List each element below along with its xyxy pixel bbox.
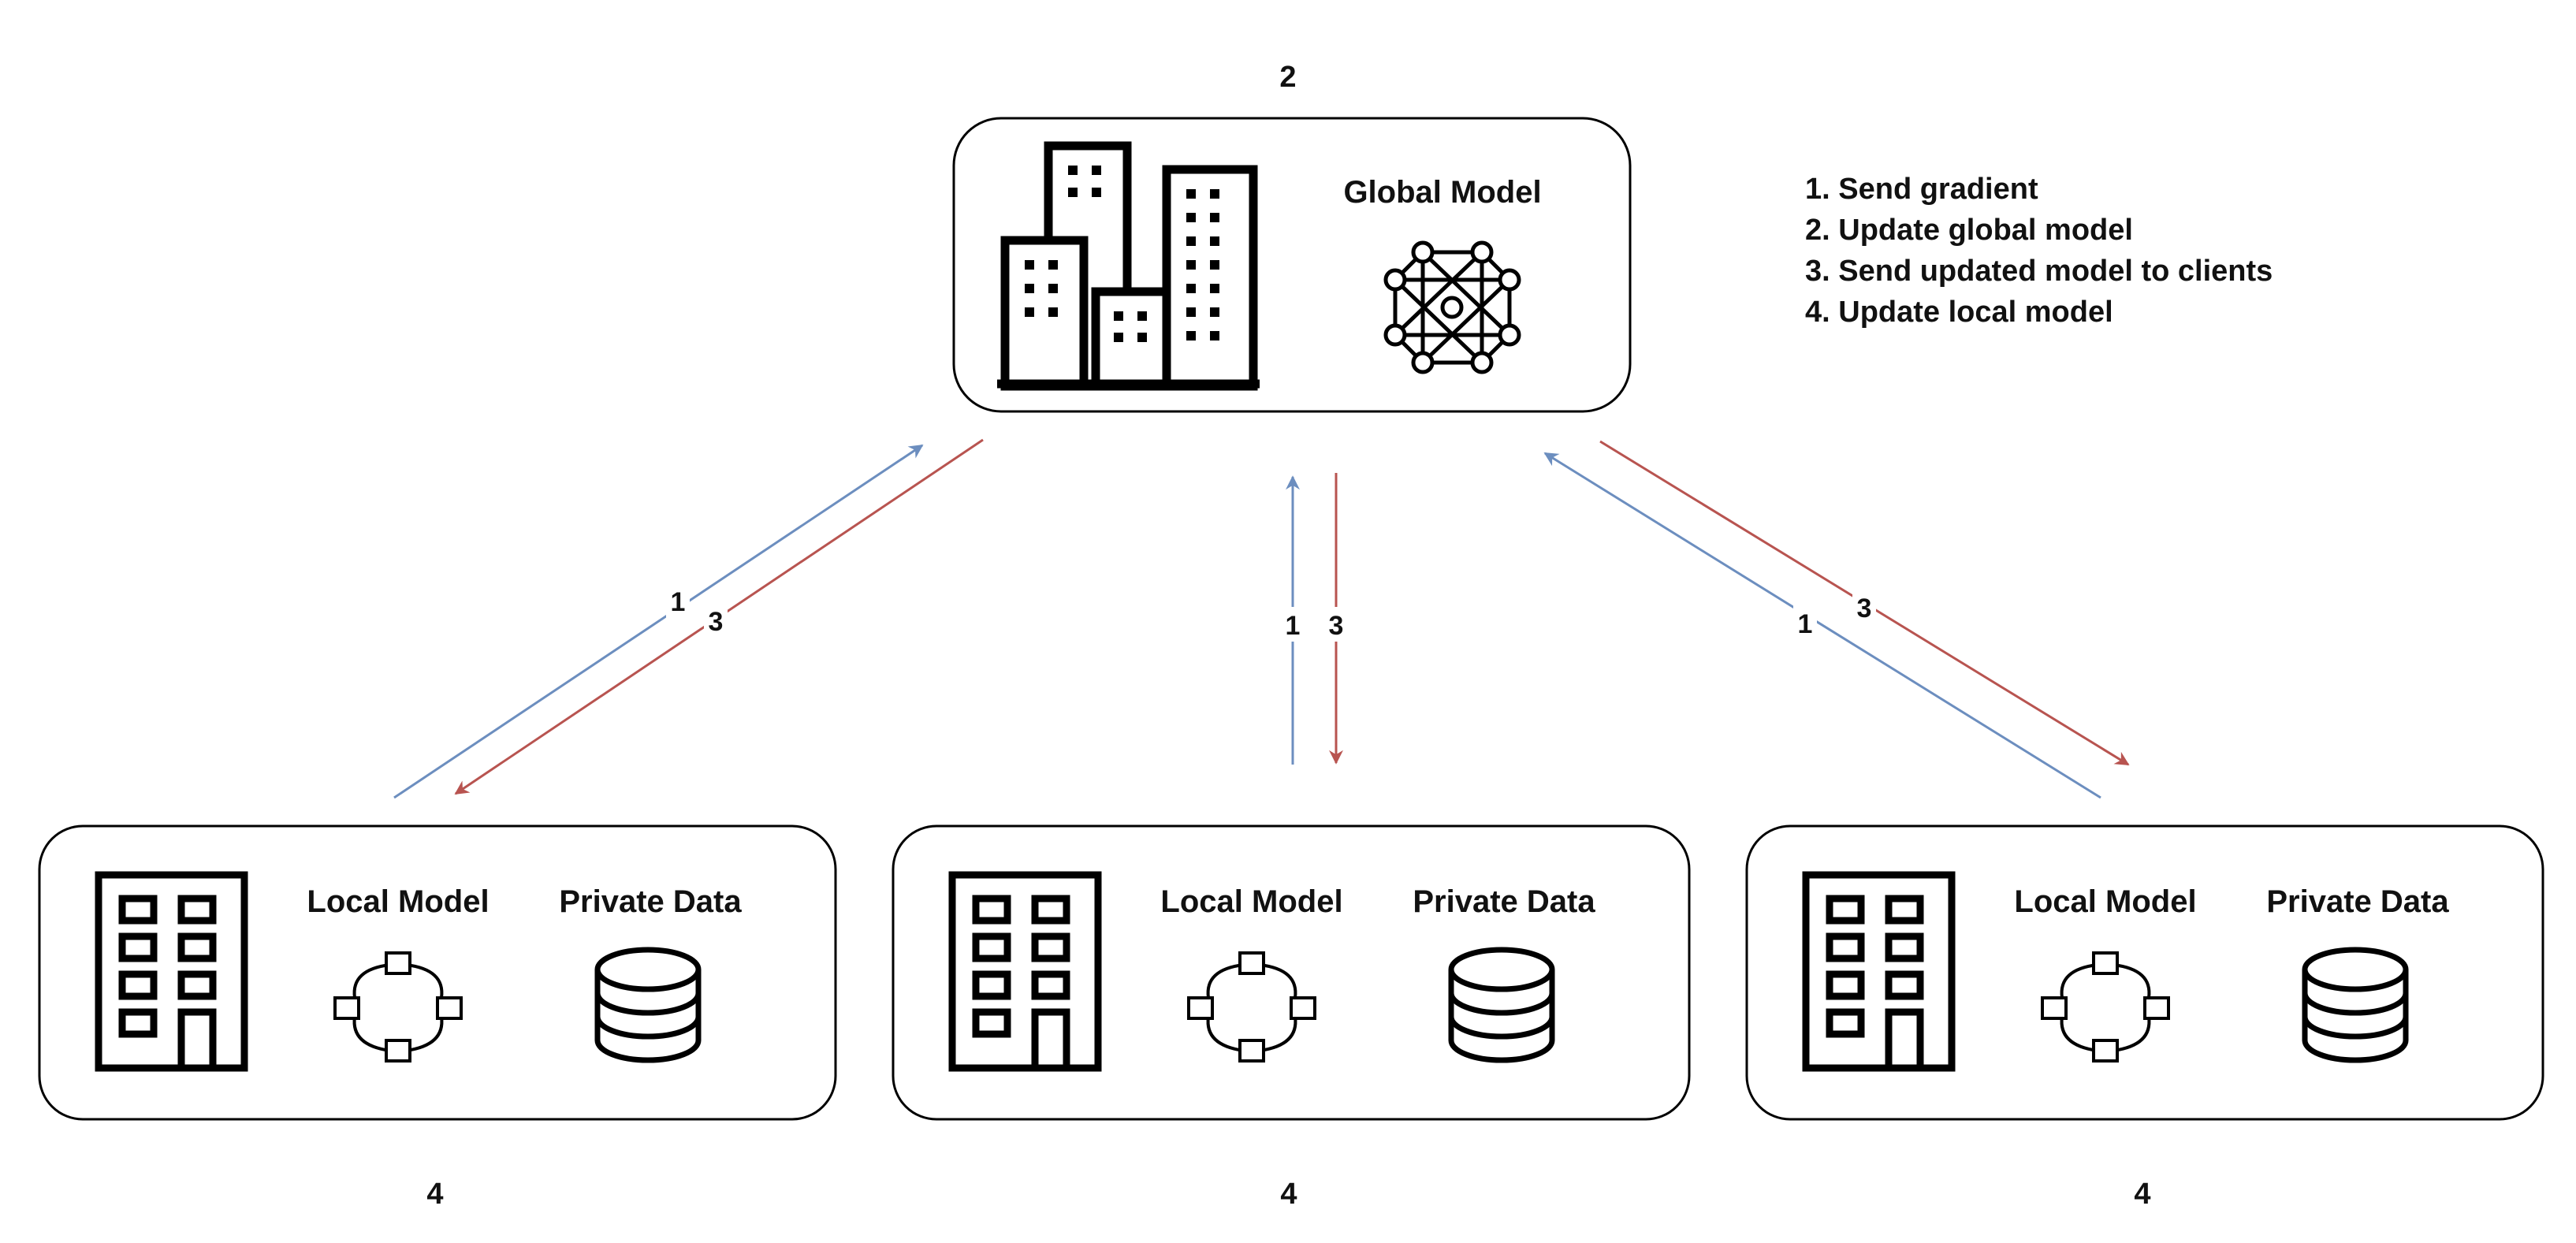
city-buildings-icon	[997, 141, 1260, 391]
local-model-network-icon	[2041, 951, 2170, 1063]
office-building-icon	[948, 871, 1102, 1072]
legend-item-4: 4. Update local model	[1805, 296, 2113, 329]
legend: 1. Send gradient 2. Update global model …	[1805, 173, 2273, 329]
local-model-network-icon	[1187, 951, 1316, 1063]
local-model-label: Local Model	[2014, 884, 2196, 919]
client-step-label: 4	[1280, 1178, 1297, 1211]
building-windows	[1025, 166, 1219, 342]
client-step-label: 4	[2134, 1178, 2150, 1211]
database-icon	[2302, 947, 2409, 1063]
local-model-network-icon	[333, 951, 463, 1063]
arrow-labels: 1 3 1 3 1 3	[666, 583, 1876, 642]
send-arrow-left	[393, 444, 924, 799]
database-icon	[1448, 947, 1555, 1063]
neural-network-icon	[1383, 240, 1521, 374]
client-box	[1745, 824, 2544, 1121]
database-icon	[594, 947, 702, 1063]
legend-item-3: 3. Send updated model to clients	[1805, 255, 2273, 288]
server-step-label: 2	[1279, 61, 1296, 94]
local-model-label: Local Model	[1160, 884, 1342, 919]
client-box	[892, 824, 1691, 1121]
receive-label-left: 3	[709, 607, 724, 637]
local-model-label: Local Model	[307, 884, 489, 919]
office-building-icon	[95, 871, 248, 1072]
private-data-label: Private Data	[2266, 884, 2449, 919]
legend-item-1: 1. Send gradient	[1805, 173, 2038, 206]
receive-label-right: 3	[1857, 594, 1872, 623]
send-arrow-right	[1543, 452, 2101, 799]
legend-item-2: 2. Update global model	[1805, 214, 2133, 247]
global-model-label: Global Model	[1343, 175, 1541, 210]
send-label-right: 1	[1798, 609, 1813, 639]
private-data-label: Private Data	[559, 884, 742, 919]
client-1: Local Model Private Data 4	[38, 824, 837, 1211]
client-2: Local Model Private Data 4	[892, 824, 1691, 1211]
client-box	[38, 824, 837, 1121]
send-label-left: 1	[671, 587, 686, 617]
private-data-label: Private Data	[1413, 884, 1595, 919]
client-3: Local Model Private Data 4	[1745, 824, 2544, 1211]
office-building-icon	[1802, 871, 1956, 1072]
receive-label-center: 3	[1329, 611, 1344, 641]
client-step-label: 4	[426, 1178, 443, 1211]
send-label-center: 1	[1286, 611, 1301, 641]
